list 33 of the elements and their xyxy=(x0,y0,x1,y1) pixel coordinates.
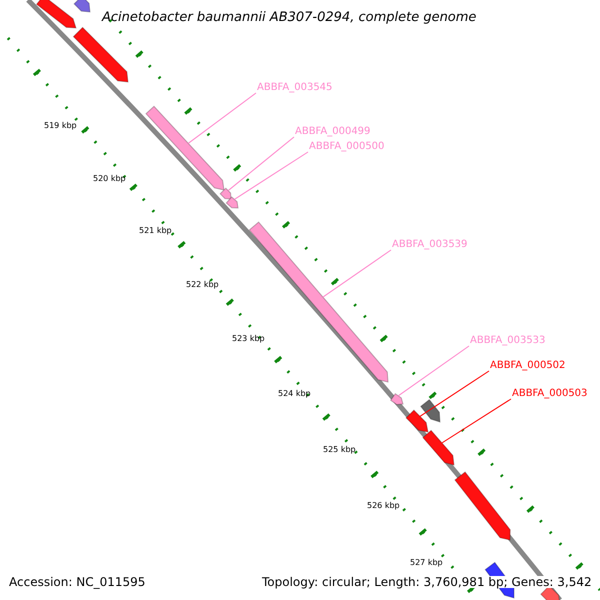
gene-label: ABBFA_000503 xyxy=(512,389,588,399)
tick-label: 527 kbp xyxy=(410,559,443,567)
tick-label: 521 kbp xyxy=(139,227,172,235)
gene-feature xyxy=(145,106,225,191)
leader-line xyxy=(398,346,470,396)
gene-feature xyxy=(220,188,232,200)
tick-label: 523 kbp xyxy=(232,335,265,343)
gene-feature xyxy=(248,221,389,383)
tick-label: 520 kbp xyxy=(93,175,126,183)
tick-label: 525 kbp xyxy=(323,446,356,454)
tick-label: 524 kbp xyxy=(278,390,311,398)
leader-line xyxy=(228,136,294,192)
leader-line xyxy=(322,250,392,298)
gene-feature xyxy=(390,393,404,406)
tick-label: 526 kbp xyxy=(367,502,400,510)
gene-feature xyxy=(422,430,455,466)
leader-line xyxy=(420,370,490,417)
leader-line xyxy=(188,92,256,144)
gene-label: ABBFA_003539 xyxy=(392,240,468,250)
gene-feature xyxy=(405,409,429,433)
gene-label: ABBFA_003533 xyxy=(470,336,546,346)
gene-label: ABBFA_000499 xyxy=(295,127,370,137)
gene-label: ABBFA_003545 xyxy=(257,83,332,93)
tick-label: 522 kbp xyxy=(186,281,219,289)
tick-label: 519 kbp xyxy=(44,122,77,130)
info-text: Topology: circular; Length: 3,760,981 bp; Genes: 3,542 xyxy=(262,576,592,588)
info-text: Accession: NC_011595 xyxy=(9,576,146,588)
gene-label: ABBFA_000500 xyxy=(309,142,384,152)
gene-label: ABBFA_000502 xyxy=(490,361,566,371)
title: Acinetobacter baumannii AB307-0294, complete genome xyxy=(102,11,476,24)
leader-line xyxy=(234,152,308,200)
leader-line xyxy=(442,398,512,444)
gene-feature xyxy=(226,196,239,209)
